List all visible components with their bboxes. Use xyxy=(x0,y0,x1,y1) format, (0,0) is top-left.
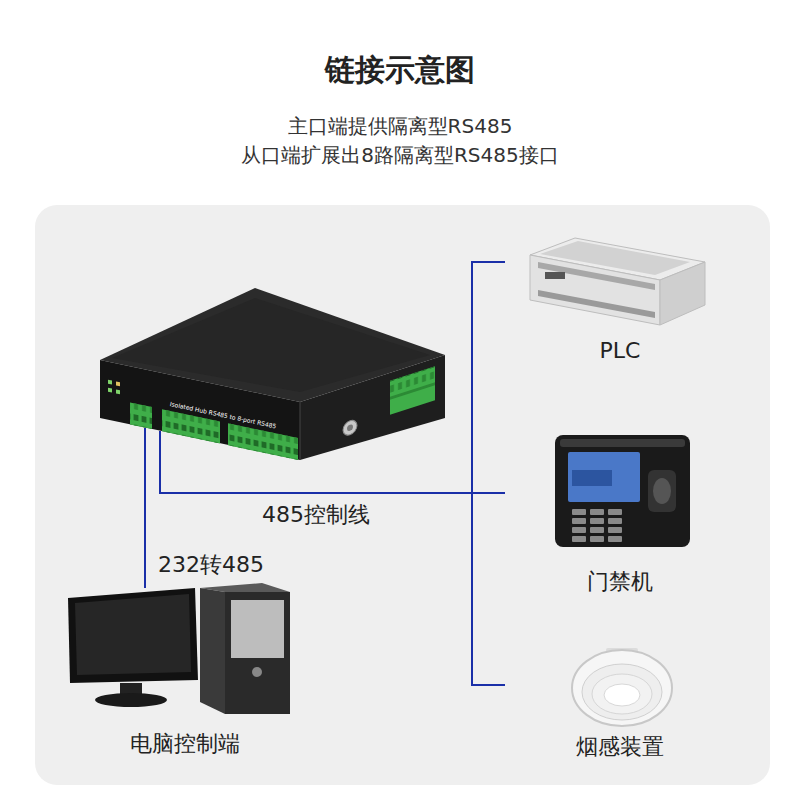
wire-label-holder: 232转485 xyxy=(158,552,264,578)
front-terminals-part xyxy=(228,423,298,460)
front-terminals xyxy=(108,380,298,460)
computer-illustration xyxy=(68,583,290,714)
front-terminals-part xyxy=(108,388,112,393)
access-terminal-illustration-part xyxy=(560,439,685,447)
smoke-detector-illustration-part xyxy=(582,664,662,720)
side-terminals-part xyxy=(390,382,435,400)
plc-illustration xyxy=(530,238,705,325)
converter-illustration xyxy=(100,288,445,460)
computer-illustration-part xyxy=(200,588,225,714)
device-print: Isolated Hub RS485 to 8-port RS485 xyxy=(169,400,277,430)
background-panel xyxy=(35,205,770,785)
access-terminal-illustration-part xyxy=(572,470,612,486)
access-terminal-illustration-part-part xyxy=(590,509,604,515)
side-terminals-part xyxy=(347,424,353,432)
smoke-detector: 烟感装置 xyxy=(505,630,735,765)
side-terminals-part xyxy=(390,366,435,415)
converter-illustration-part xyxy=(300,402,301,460)
access-terminal-illustration-part-part xyxy=(608,536,622,542)
computer-illustration-part xyxy=(68,588,198,683)
wire-label: 485控制线 xyxy=(262,502,370,528)
access-terminal-illustration-part-part xyxy=(590,536,604,542)
front-terminals-part xyxy=(116,381,120,386)
access-control-terminal: 门禁机 xyxy=(505,428,735,599)
smoke-detector-illustration-part xyxy=(572,650,672,726)
device-caption: 门禁机 xyxy=(505,569,735,595)
smoke-detector-illustration-part xyxy=(592,674,652,714)
computer-illustration-part xyxy=(225,592,290,714)
computer-illustration-part xyxy=(75,594,191,675)
converter-illustration-part xyxy=(300,355,445,460)
converter-device: Isolated Hub RS485 to 8-port RS485 xyxy=(100,285,445,460)
access-terminal-illustration-part-part xyxy=(608,527,622,533)
plc-illustration-part xyxy=(530,255,660,325)
control-wire xyxy=(160,460,505,493)
access-terminal-illustration-part-part xyxy=(572,509,586,515)
subtitle-text: 主口端提供隔离型RS485 xyxy=(0,114,800,138)
converter-illustration-part xyxy=(100,360,300,460)
access-terminal-illustration-part-part xyxy=(590,527,604,533)
access-terminal-illustration-part-part xyxy=(572,518,586,524)
access-terminal-illustration-part xyxy=(648,470,676,512)
device-caption: PLC xyxy=(505,338,735,364)
access-terminal-illustration-part-part xyxy=(608,509,622,515)
converter-illustration-part xyxy=(144,428,146,460)
side-terminals-part xyxy=(343,418,357,437)
subtitle-text: 从口端扩展出8路隔离型RS485接口 xyxy=(0,143,800,167)
computer-illustration-part xyxy=(95,693,167,707)
plc-illustration-part xyxy=(545,272,565,279)
control-wire xyxy=(160,262,505,493)
access-terminal-illustration-part xyxy=(555,435,690,547)
smoke-detector-illustration-part xyxy=(604,684,640,706)
front-terminals-part xyxy=(130,402,152,429)
access-terminal-illustration-part xyxy=(653,478,671,504)
access-terminal-illustration-part-part xyxy=(590,518,604,524)
diagram-title: 链接示意图 xyxy=(0,52,800,88)
access-terminal-illustration-part-part xyxy=(608,518,622,524)
label-holder: 主口端提供隔离型RS485 xyxy=(0,114,800,138)
front-terminals-part xyxy=(116,389,120,394)
control-computer: 电脑控制端 xyxy=(60,588,310,761)
front-terminals-part xyxy=(130,402,152,429)
access-terminal-illustration-part xyxy=(568,452,640,502)
wire-label: 232转485 xyxy=(158,552,264,578)
device-caption: 烟感装置 xyxy=(505,734,735,760)
computer-illustration-part xyxy=(252,667,262,677)
access-terminal-illustration xyxy=(555,435,690,547)
access-terminal-illustration-part-part xyxy=(572,527,586,533)
converter-illustration-part xyxy=(159,431,161,460)
side-terminals xyxy=(343,366,435,437)
plc-illustration-part xyxy=(538,262,655,290)
plc-illustration-part xyxy=(538,290,655,318)
access-terminal-illustration-part xyxy=(572,509,622,542)
computer-illustration-part xyxy=(231,600,284,658)
device-caption: 电脑控制端 xyxy=(60,731,310,757)
control-wire xyxy=(144,460,146,588)
front-terminals-part xyxy=(108,380,112,385)
plc-device: PLC xyxy=(505,230,735,370)
label-holder: 从口端扩展出8路隔离型RS485接口 xyxy=(0,143,800,167)
smoke-detector-illustration xyxy=(572,648,672,726)
access-terminal-illustration-part-part xyxy=(572,536,586,542)
front-terminals-part xyxy=(228,423,298,460)
plc-illustration-part xyxy=(660,262,705,325)
title-holder: 链接示意图 xyxy=(0,52,800,88)
wire-label-holder: 485控制线 xyxy=(262,502,370,528)
